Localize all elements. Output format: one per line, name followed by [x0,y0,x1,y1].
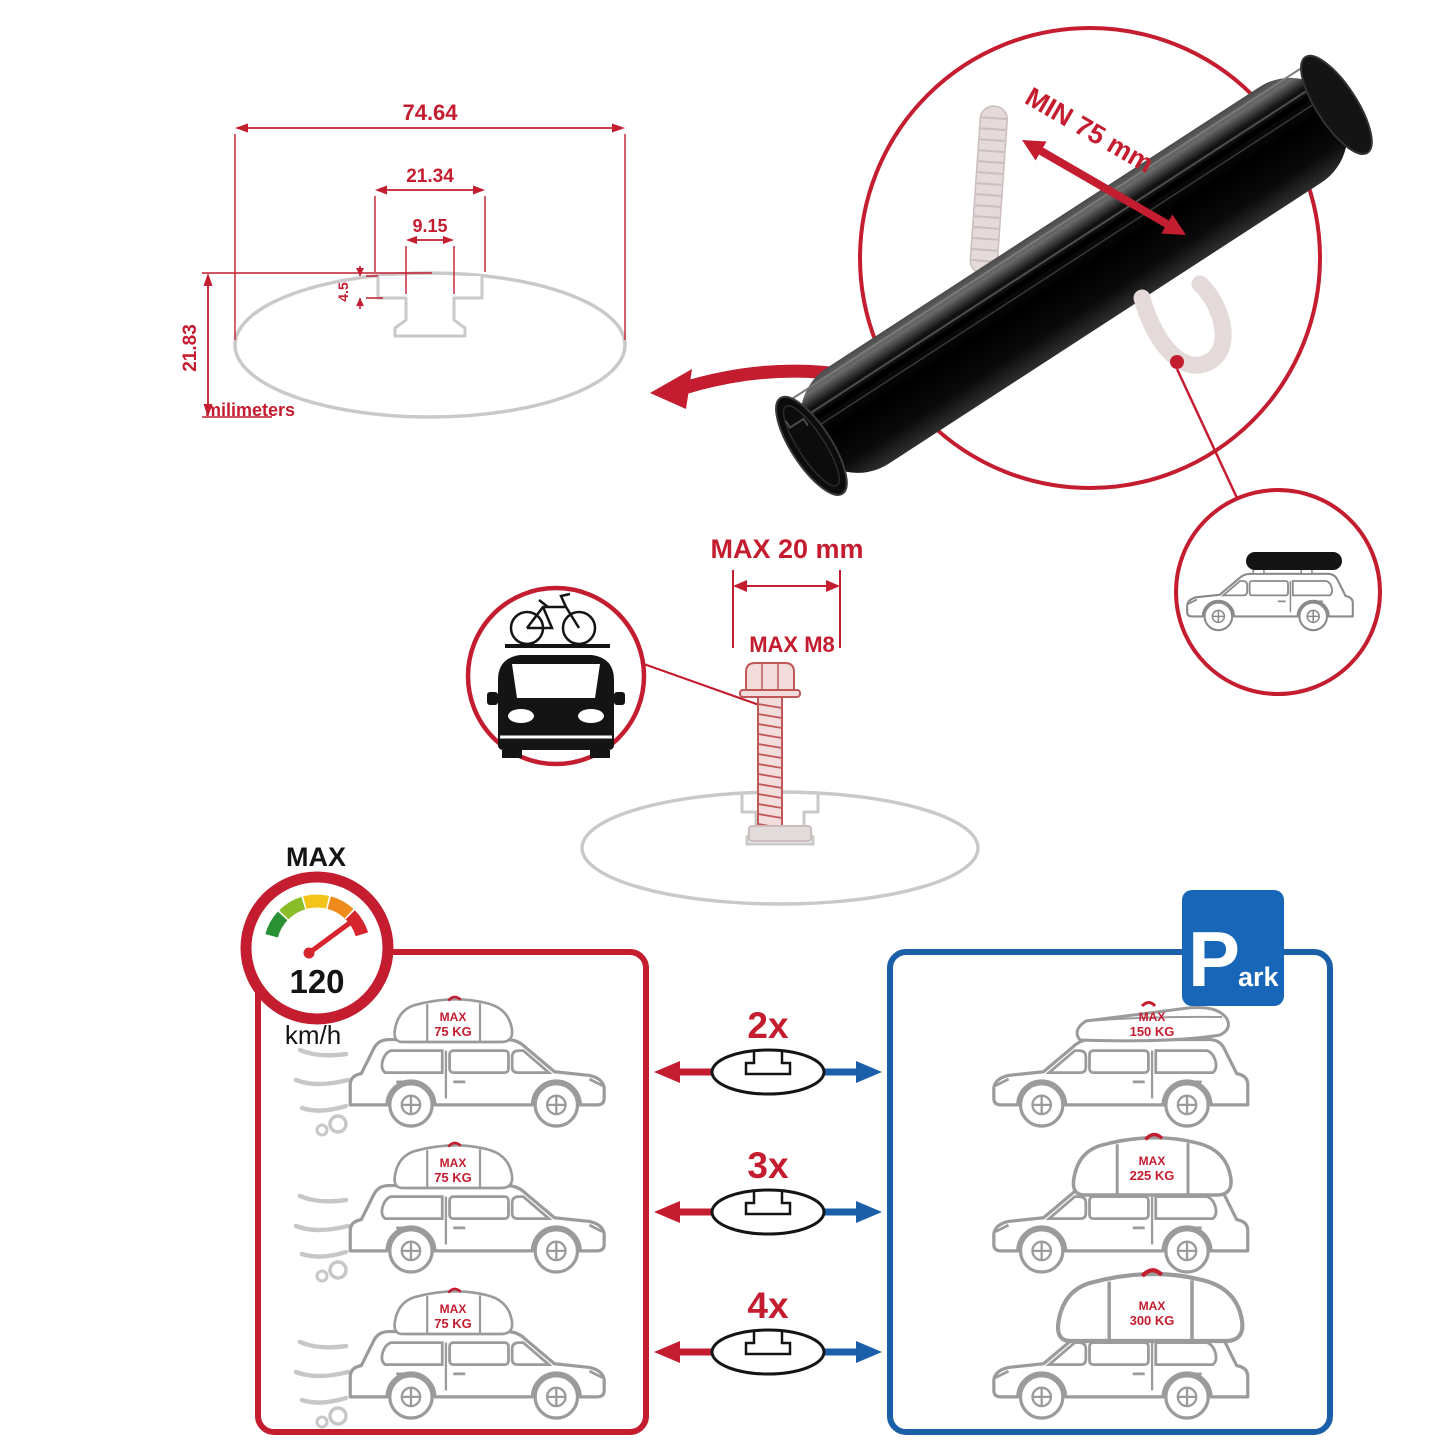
cargo-load-value: 75 KG [434,1024,472,1039]
driving-car-row-1: MAX 75 KG [296,995,606,1135]
connector-line-vehicle [1175,368,1239,499]
parked-car-row-2: MAX 225 KG [992,1132,1250,1274]
min-clamp-label: MIN 75 mm [1020,82,1158,179]
driving-car-row-3: MAX 75 KG [296,1287,606,1427]
dim-total-height-value: 21.83 [180,324,201,372]
clamp-hook [1133,275,1232,374]
cargo-load-value: 225 KG [1130,1168,1175,1183]
driving-car-row-2: MAX 75 KG [296,1141,606,1281]
roof-box-icon [1246,552,1342,570]
bolt-width-dimension [732,570,841,648]
park-sign: P ark [1182,890,1284,1006]
speed-limit-gauge: MAX 120 km/h [240,842,394,1050]
dim-step-depth: 4.5 [335,266,383,309]
cargo-load-max: MAX [1139,1299,1166,1313]
t-slot-channel-front [740,794,820,846]
multiplier-label: 3x [747,1145,789,1186]
bolt-spec-section: MAX 20 mm MAX M8 [465,534,980,906]
vehicle-roofbox-circle [1174,488,1382,696]
max-length-label: MAX 20 mm [710,534,863,564]
multiplier-row-2: 3x [654,1145,882,1236]
crossbar-profile-icon [710,1048,826,1096]
dim-channel-width-value: 21.34 [406,166,454,187]
car-front-icon [487,655,625,758]
speed-value: 120 [289,963,344,1000]
park-sign-text: ark [1238,962,1280,992]
cargo-load-max: MAX [440,1156,467,1170]
dim-slot-width-value: 9.15 [412,216,447,236]
dim-slot-width: 9.15 [405,216,455,294]
bar-end-cap-right [1300,54,1373,155]
speed-unit: km/h [285,1020,341,1050]
bike-carrier-circle [465,585,767,767]
gauge-needle [306,919,354,956]
gauge-arc [265,894,369,938]
units-label: milimeters [205,400,295,420]
clamp-contact-dot [1170,355,1184,369]
connector-line-bolt [640,661,763,708]
multiplier-row-3: 4x [654,1285,882,1376]
cargo-load-value: 150 KG [1130,1024,1175,1039]
clamp-rod [969,105,1009,275]
cargo-load-value: 300 KG [1130,1313,1175,1328]
cargo-load-value: 75 KG [434,1316,472,1331]
multiplier-row-1: 2x [654,1005,882,1096]
profile-dimension-diagram: 74.64 21.34 9.15 4.5 [180,100,627,420]
speed-max-label: MAX [286,842,346,872]
dim-total-width: 74.64 [234,100,626,340]
detail-circle [858,26,1322,490]
cargo-load-value: 75 KG [434,1170,472,1185]
max-thread-label: MAX M8 [749,632,835,657]
parked-car-row-1: MAX 150 KG [992,1001,1250,1128]
dim-channel-width: 21.34 [374,166,486,272]
bolt-icon [739,662,801,839]
cargo-load-max: MAX [440,1302,467,1316]
crossbar-profile-icon [710,1188,826,1236]
parked-car-row-3: MAX 300 KG [992,1270,1250,1420]
cargo-load-max: MAX [1139,1154,1166,1168]
multiplier-label: 4x [747,1285,789,1326]
dim-step-depth-value: 4.5 [335,282,351,302]
t-slot-nut [748,825,812,842]
dim-total-width-value: 74.64 [402,100,458,125]
cargo-load-max: MAX [440,1010,467,1024]
bar-end-cap [775,395,848,496]
multiplier-label: 2x [747,1005,789,1046]
t-slot-channel-profile [376,276,484,338]
dim-total-height: 21.83 [180,272,432,418]
cargo-load-max: MAX [1139,1010,1166,1024]
crossbar-3d-section: MIN 75 mm [775,26,1382,696]
crossbar-bar [775,54,1373,496]
park-sign-letter: P [1188,915,1240,1003]
crossbar-profile-icon [710,1328,826,1376]
